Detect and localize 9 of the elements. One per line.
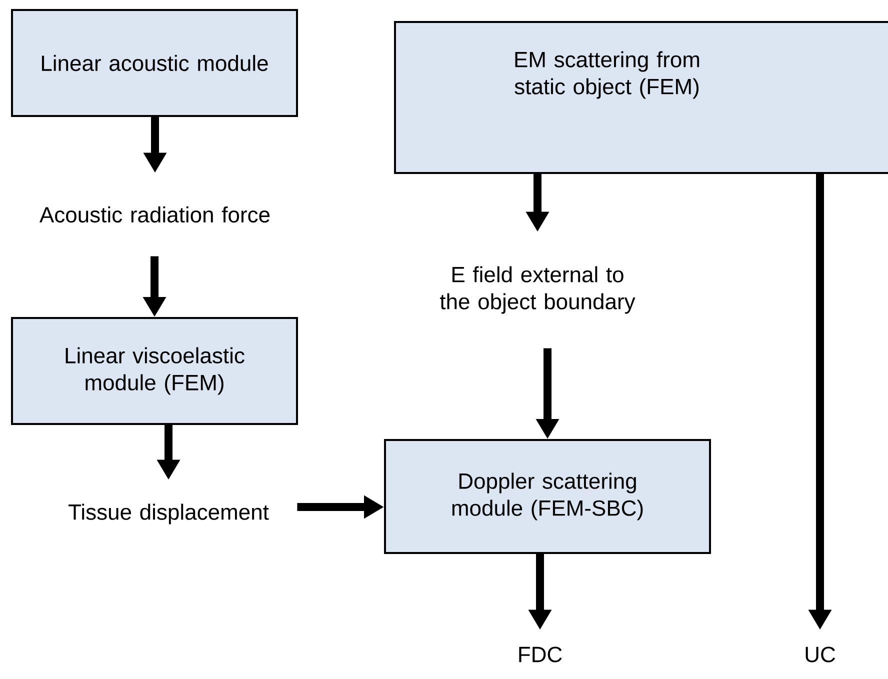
flow-text: Acoustic radiation force — [40, 206, 270, 223]
process-box: Doppler scattering module (FEM-SBC) — [384, 439, 711, 554]
flow-text: UC — [806, 646, 836, 662]
process-box: Linear viscoelastic module (FEM) — [11, 317, 298, 425]
flow-text: Tissue displacement — [68, 504, 269, 524]
process-box: EM scattering from static object (FEM) — [394, 21, 888, 174]
process-box: Linear acoustic module — [11, 9, 298, 117]
flow-text: FDC — [519, 646, 562, 662]
flow-text: E field external to the object boundary — [440, 266, 636, 314]
